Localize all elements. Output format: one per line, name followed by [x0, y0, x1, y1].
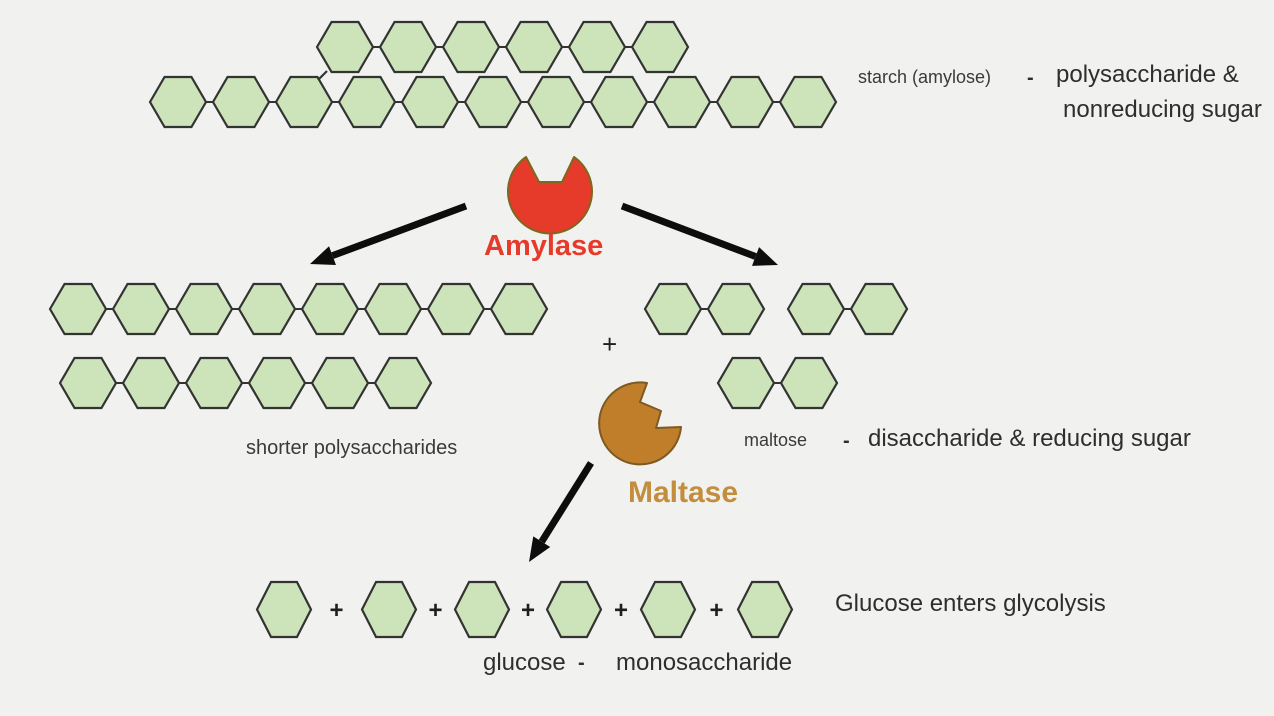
glucose-unit-hexagon	[589, 75, 649, 129]
glucose-unit-hexagon	[255, 580, 313, 639]
glucose-unit-hexagon	[274, 75, 334, 129]
starch-class-line2-label: nonreducing sugar	[1063, 96, 1262, 123]
arrow-shaft	[331, 202, 468, 259]
glucose-name-label: glucose	[483, 649, 566, 676]
glucose-unit-hexagon	[237, 282, 297, 336]
amylase-label: Amylase	[484, 230, 604, 262]
shorter-poly-row-2-chain	[58, 356, 433, 410]
starch-bottom-row-chain	[148, 75, 838, 129]
glucose-unit-hexagon	[706, 282, 766, 336]
glucose-unit-hexagon	[736, 580, 794, 639]
maltose-class-label: disaccharide & reducing sugar	[868, 425, 1191, 452]
glucose-unit-hexagon	[426, 282, 486, 336]
glucose-unit-hexagon	[849, 282, 909, 336]
glucose-unit-hexagon	[58, 356, 118, 410]
arrow-head	[752, 247, 778, 266]
plus-sign: +	[428, 597, 442, 624]
glucose-enters-glycolysis-label: Glucose enters glycolysis	[835, 590, 1106, 617]
glucose-unit-hexagon	[400, 75, 460, 129]
glucose-unit-hexagon	[310, 356, 370, 410]
glucose-unit-hexagon	[373, 356, 433, 410]
plus-sign: +	[614, 597, 628, 624]
glucose-unit-hexagon	[378, 20, 438, 74]
maltase-enzyme	[598, 381, 682, 466]
glucose-unit-hexagon	[778, 75, 838, 129]
glucose-unit-hexagon	[337, 75, 397, 129]
maltose-dash: -	[843, 430, 850, 452]
glucose-unit-hexagon	[111, 282, 171, 336]
arrow-shaft	[620, 202, 757, 260]
amylase-left-arrow	[310, 202, 468, 266]
glucose-unit-hexagon	[545, 580, 603, 639]
glucose-unit-hexagon	[639, 580, 697, 639]
glucose-unit-hexagon	[363, 282, 423, 336]
glucose-unit-hexagon	[441, 20, 501, 74]
glucose-unit-hexagon	[489, 282, 549, 336]
glucose-unit-hexagon	[504, 20, 564, 74]
plus-sign-between-products: +	[602, 329, 618, 359]
glucose-unit-hexagon	[121, 356, 181, 410]
plus-sign: +	[709, 597, 723, 624]
starch-dash: -	[1027, 67, 1034, 89]
arrow-shaft	[538, 461, 594, 544]
glucose-unit-hexagon	[174, 282, 234, 336]
glucose-unit-hexagon	[779, 356, 839, 410]
glucose-unit-hexagon	[715, 75, 775, 129]
maltose-pair-1-chain	[643, 282, 766, 336]
shorter-poly-row-1-chain	[48, 282, 549, 336]
glucose-unit-hexagon	[48, 282, 108, 336]
glucose-monomer-row: + + + + +	[255, 580, 794, 639]
starch-class-line1-label: polysaccharide &	[1056, 61, 1239, 88]
plus-sign: +	[521, 597, 535, 624]
amylase-enzyme	[507, 156, 593, 235]
maltose-name-label: maltose	[744, 430, 808, 450]
glucose-unit-hexagon	[148, 75, 208, 129]
glucose-unit-hexagon	[453, 580, 511, 639]
glucose-unit-hexagon	[630, 20, 690, 74]
glucose-unit-hexagon	[360, 580, 418, 639]
glucose-dash: -	[578, 652, 585, 674]
arrow-head	[529, 536, 551, 562]
maltose-pair-3-chain	[716, 356, 839, 410]
glucose-unit-hexagon	[526, 75, 586, 129]
glucose-unit-hexagon	[315, 20, 375, 74]
glucose-unit-hexagon	[567, 20, 627, 74]
maltase-arrow	[529, 461, 594, 562]
glucose-unit-hexagon	[211, 75, 271, 129]
glucose-unit-hexagon	[652, 75, 712, 129]
branch-bond-line	[317, 70, 328, 81]
starch-top-row-chain	[315, 20, 690, 74]
amylase-right-arrow	[620, 202, 778, 266]
glucose-unit-hexagon	[716, 356, 776, 410]
shorter-polysaccharides-label: shorter polysaccharides	[246, 437, 458, 459]
maltose-pair-2-chain	[786, 282, 909, 336]
starch-name-label: starch (amylose)	[858, 67, 992, 87]
plus-sign: +	[329, 597, 343, 624]
glucose-unit-hexagon	[300, 282, 360, 336]
glucose-unit-hexagon	[247, 356, 307, 410]
glucose-class-label: monosaccharide	[616, 649, 793, 676]
glucose-unit-hexagon	[463, 75, 523, 129]
glucose-unit-hexagon	[786, 282, 846, 336]
arrow-head	[310, 246, 336, 266]
glucose-unit-hexagon	[184, 356, 244, 410]
glucose-unit-hexagon	[643, 282, 703, 336]
maltase-label: Maltase	[628, 476, 739, 509]
